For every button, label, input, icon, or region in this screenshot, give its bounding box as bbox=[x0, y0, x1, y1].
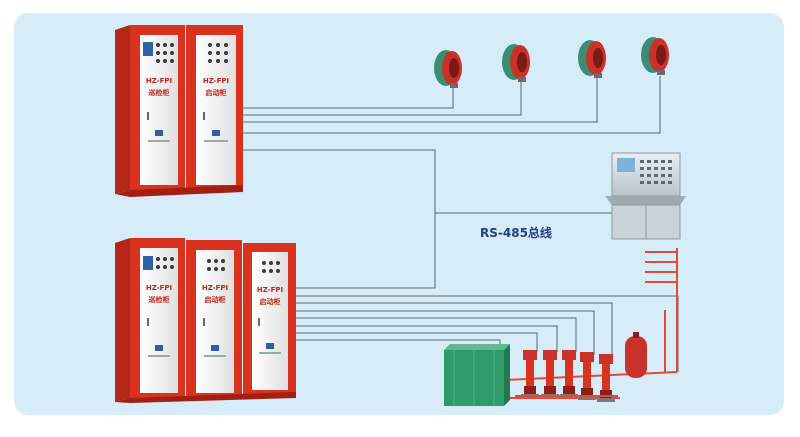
cabinet-type-label: 启动柜 bbox=[205, 295, 226, 304]
fan-icon bbox=[641, 37, 669, 75]
pressure-tank bbox=[625, 332, 647, 378]
pump-set bbox=[515, 350, 618, 402]
bottom-cabinet-group: HZ-FPI 巡检柜 HZ-FPI 启动柜 HZ-FPI bbox=[115, 238, 296, 403]
control-console bbox=[605, 152, 686, 240]
pump-icon bbox=[560, 350, 578, 398]
top-cabinet-group: HZ-FPI 巡检柜 HZ-FPI 启动柜 bbox=[115, 25, 243, 197]
cabinet-model-label: HZ-FPI bbox=[203, 77, 229, 85]
pump-icon bbox=[597, 354, 615, 402]
cabinet-type-label: 启动柜 bbox=[206, 88, 227, 97]
cabinet-model-label: HZ-FPI bbox=[146, 77, 172, 85]
cabinet-type-label: 巡检柜 bbox=[149, 295, 170, 304]
bus-label: RS-485总线 bbox=[480, 225, 552, 240]
fan-icon bbox=[578, 40, 606, 78]
fan-icon bbox=[502, 44, 530, 82]
cabinet-model-label: HZ-FPI bbox=[202, 284, 228, 292]
cabinet-model-label: HZ-FPI bbox=[146, 284, 172, 292]
water-tank bbox=[444, 344, 510, 406]
wiring bbox=[243, 76, 679, 372]
fan-icon bbox=[434, 50, 462, 88]
pump-icon bbox=[578, 352, 596, 400]
pump-icon bbox=[541, 350, 559, 398]
cabinet-type-label: 启动柜 bbox=[260, 297, 281, 306]
pump-icon bbox=[521, 350, 539, 398]
cabinet-type-label: 巡检柜 bbox=[149, 88, 170, 97]
cabinet-model-label: HZ-FPI bbox=[257, 286, 283, 294]
